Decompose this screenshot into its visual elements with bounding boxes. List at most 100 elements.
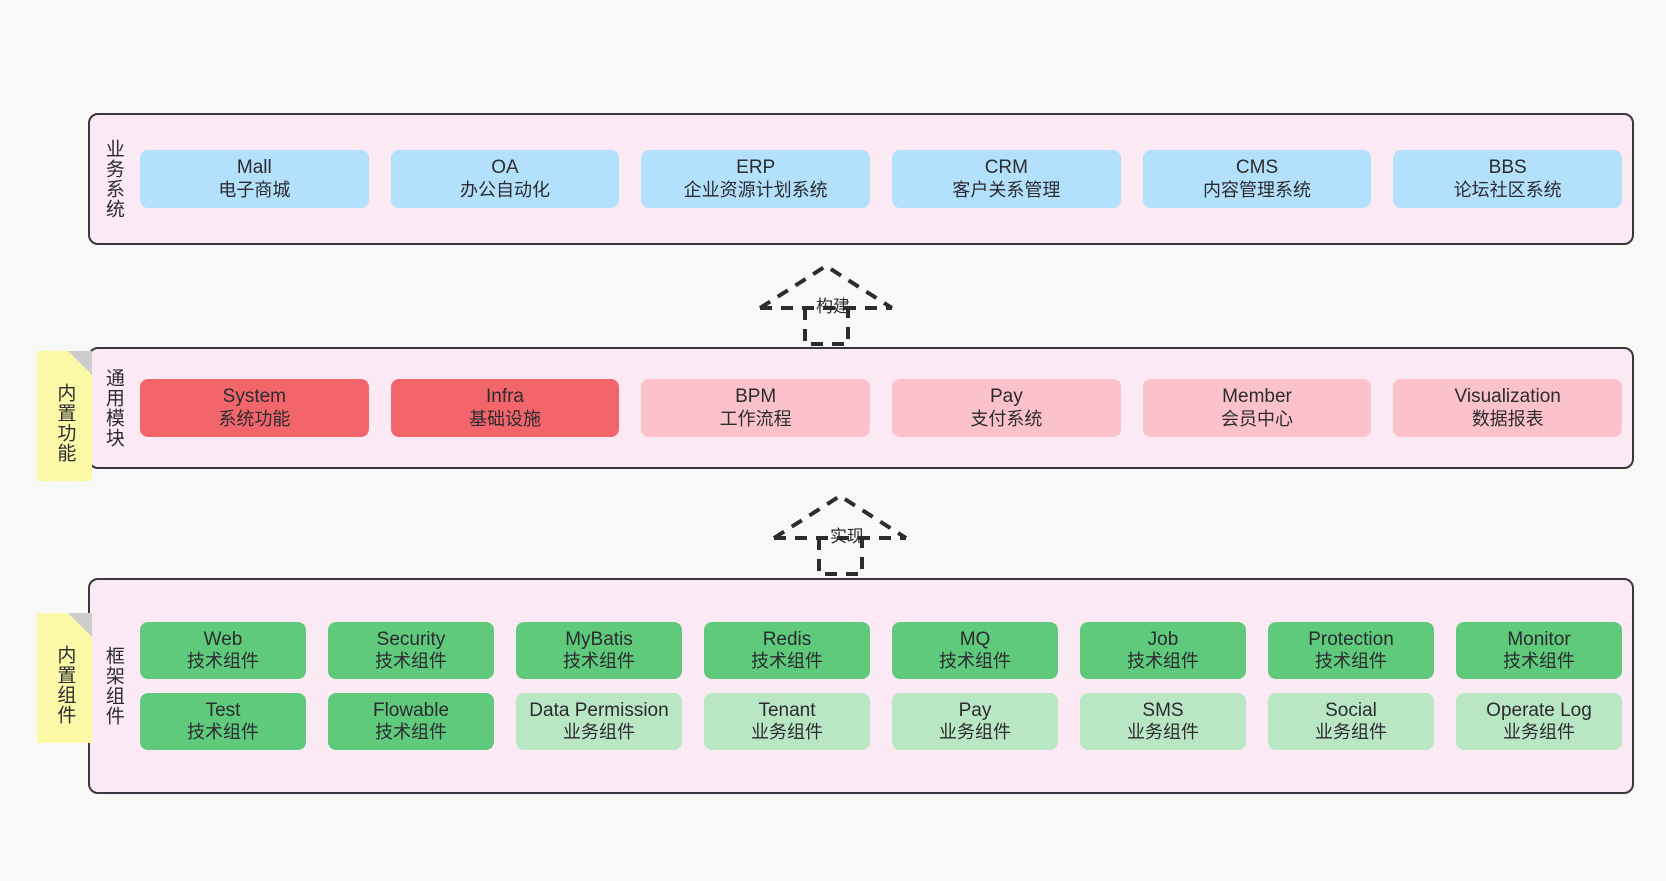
node-title-cn: 技术组件 — [751, 651, 823, 672]
node-mq[interactable]: MQ 技术组件 — [892, 621, 1058, 679]
node-redis[interactable]: Redis 技术组件 — [704, 621, 870, 679]
connector-label-implement: 实现 — [830, 527, 864, 546]
node-title-cn: 业务组件 — [563, 722, 635, 743]
node-title-cn: 技术组件 — [1315, 651, 1387, 672]
node-title-cn: 技术组件 — [563, 651, 635, 672]
node-operate-log[interactable]: Operate Log 业务组件 — [1456, 693, 1622, 751]
node-title-cn: 业务组件 — [1127, 722, 1199, 743]
layer-framework-component: 框架组件 Web 技术组件 Security 技术组件 MyBatis 技术组件… — [88, 578, 1634, 794]
node-title-en: Tenant — [758, 700, 816, 721]
node-row: Mall 电子商城 OA 办公自动化 ERP 企业资源计划系统 CRM 客户关系… — [140, 150, 1623, 208]
node-title-cn: 基础设施 — [469, 408, 541, 429]
node-oa[interactable]: OA 办公自动化 — [390, 150, 620, 208]
node-bbs[interactable]: BBS 论坛社区系统 — [1393, 150, 1623, 208]
note-builtin-component[interactable]: 内置组件 — [37, 613, 92, 743]
node-title-en: Data Permission — [529, 700, 669, 721]
connector-build: 构建 — [758, 262, 898, 346]
node-test[interactable]: Test 技术组件 — [140, 693, 306, 751]
layer-business-system: 业务系统 Mall 电子商城 OA 办公自动化 ERP 企业资源计划系统 CRM… — [88, 113, 1634, 245]
node-row: Test 技术组件 Flowable 技术组件 Data Permission … — [140, 693, 1622, 751]
note-fold-corner-icon — [68, 613, 92, 637]
note-label: 内置功能 — [54, 383, 76, 463]
node-social[interactable]: Social 业务组件 — [1268, 693, 1434, 751]
node-infra[interactable]: Infra 基础设施 — [390, 379, 620, 437]
node-mybatis[interactable]: MyBatis 技术组件 — [516, 621, 682, 679]
node-title-en: Visualization — [1454, 386, 1561, 408]
node-title-cn: 论坛社区系统 — [1453, 179, 1562, 200]
node-security[interactable]: Security 技术组件 — [328, 621, 494, 679]
node-tenant[interactable]: Tenant 业务组件 — [704, 693, 870, 751]
node-row: Web 技术组件 Security 技术组件 MyBatis 技术组件 Redi… — [140, 621, 1622, 679]
connector-implement: 实现 — [772, 492, 912, 576]
node-title-cn: 业务组件 — [1503, 722, 1575, 743]
node-title-cn: 数据报表 — [1471, 408, 1544, 429]
node-title-en: OA — [491, 157, 519, 179]
node-monitor[interactable]: Monitor 技术组件 — [1456, 621, 1622, 679]
node-title-en: CRM — [984, 157, 1028, 179]
node-bpm[interactable]: BPM 工作流程 — [641, 379, 871, 437]
connector-label-build: 构建 — [816, 297, 850, 316]
node-cms[interactable]: CMS 内容管理系统 — [1142, 150, 1372, 208]
node-title-en: Job — [1147, 628, 1179, 650]
node-data-permission[interactable]: Data Permission 业务组件 — [516, 693, 682, 751]
note-fold-corner-icon — [68, 351, 92, 375]
node-title-cn: 技术组件 — [187, 651, 259, 672]
node-title-en: CMS — [1235, 157, 1279, 179]
layer-body-common-module: System 系统功能 Infra 基础设施 BPM 工作流程 Pay 支付系统… — [136, 349, 1632, 467]
node-title-en: Protection — [1308, 628, 1394, 650]
node-pay-module[interactable]: Pay 支付系统 — [892, 379, 1121, 437]
node-member[interactable]: Member 会员中心 — [1142, 379, 1372, 437]
node-title-cn: 工作流程 — [719, 408, 792, 429]
layer-title-business-system: 业务系统 — [102, 139, 124, 219]
node-title-en: Operate Log — [1486, 700, 1592, 721]
node-title-en: Mall — [236, 157, 272, 179]
node-title-en: Pay — [989, 386, 1023, 408]
node-title-cn: 技术组件 — [939, 651, 1011, 672]
node-title-cn: 支付系统 — [970, 408, 1043, 429]
layer-body-framework-component: Web 技术组件 Security 技术组件 MyBatis 技术组件 Redi… — [136, 580, 1632, 792]
node-title-cn: 客户关系管理 — [952, 179, 1061, 200]
node-title-en: Test — [205, 700, 241, 721]
node-job[interactable]: Job 技术组件 — [1080, 621, 1246, 679]
node-title-en: Monitor — [1507, 628, 1571, 650]
node-pay-component[interactable]: Pay 业务组件 — [892, 693, 1058, 751]
node-title-cn: 会员中心 — [1221, 408, 1294, 429]
node-title-en: Flowable — [372, 700, 450, 721]
node-protection[interactable]: Protection 技术组件 — [1268, 621, 1434, 679]
node-title-cn: 技术组件 — [187, 722, 259, 743]
node-row: System 系统功能 Infra 基础设施 BPM 工作流程 Pay 支付系统… — [140, 379, 1623, 437]
layer-title-framework-component: 框架组件 — [102, 646, 124, 726]
node-crm[interactable]: CRM 客户关系管理 — [892, 150, 1121, 208]
dashed-hollow-arrow-icon — [758, 263, 894, 346]
layer-title-common-module: 通用模块 — [102, 368, 124, 448]
node-visualization[interactable]: Visualization 数据报表 — [1393, 379, 1623, 437]
node-erp[interactable]: ERP 企业资源计划系统 — [641, 150, 871, 208]
node-title-en: MQ — [959, 628, 991, 650]
node-title-cn: 技术组件 — [375, 651, 447, 672]
node-title-en: ERP — [736, 157, 776, 179]
node-title-en: BPM — [735, 386, 777, 408]
node-title-cn: 技术组件 — [1503, 651, 1575, 672]
node-title-en: Infra — [485, 386, 525, 408]
node-title-cn: 内容管理系统 — [1203, 179, 1312, 200]
dashed-hollow-arrow-icon — [772, 493, 908, 576]
node-system[interactable]: System 系统功能 — [140, 379, 369, 437]
note-label: 内置组件 — [54, 645, 76, 725]
layer-body-business-system: Mall 电子商城 OA 办公自动化 ERP 企业资源计划系统 CRM 客户关系… — [136, 115, 1632, 243]
node-title-en: MyBatis — [565, 628, 633, 650]
node-web[interactable]: Web 技术组件 — [140, 621, 306, 679]
node-title-cn: 办公自动化 — [460, 179, 550, 200]
node-title-en: Social — [1325, 700, 1377, 721]
node-title-cn: 业务组件 — [751, 722, 823, 743]
node-title-en: Pay — [958, 700, 992, 721]
node-title-en: Member — [1222, 386, 1292, 408]
note-builtin-feature[interactable]: 内置功能 — [37, 351, 92, 481]
node-sms[interactable]: SMS 业务组件 — [1080, 693, 1246, 751]
node-title-en: SMS — [1142, 700, 1184, 721]
node-title-cn: 技术组件 — [375, 722, 447, 743]
node-mall[interactable]: Mall 电子商城 — [140, 150, 369, 208]
node-flowable[interactable]: Flowable 技术组件 — [328, 693, 494, 751]
node-title-cn: 企业资源计划系统 — [683, 179, 828, 200]
node-title-cn: 电子商城 — [218, 179, 291, 200]
